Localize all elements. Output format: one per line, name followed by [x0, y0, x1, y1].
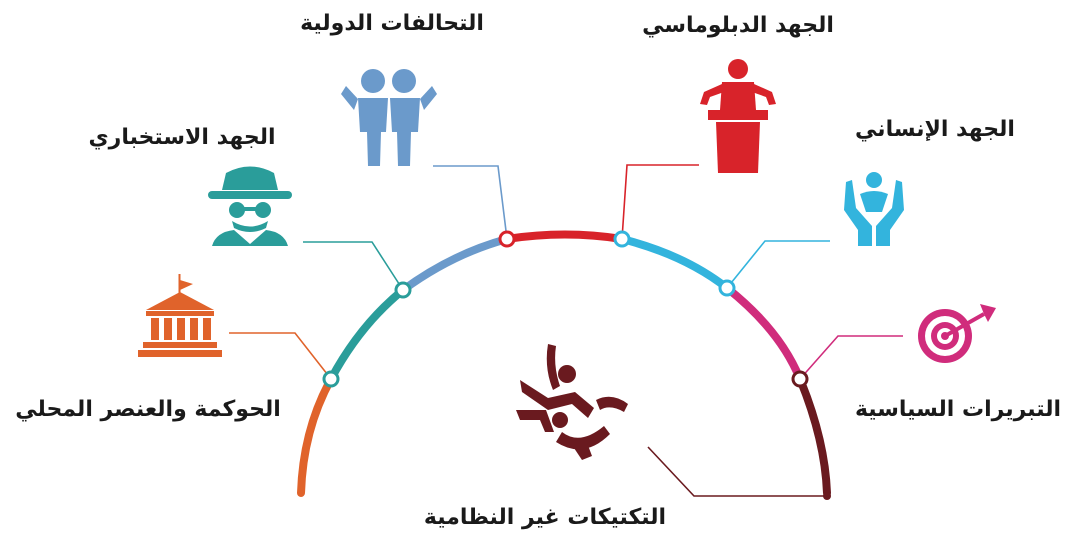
- node-governance: [322, 370, 340, 388]
- arc-segment-alliances: [399, 235, 511, 294]
- arc-segment-political: [723, 284, 804, 383]
- hands-protect-person-icon: [844, 172, 904, 246]
- label-alliances: التحالفات الدولية: [300, 11, 484, 36]
- connectors: [229, 164, 903, 497]
- label-political: التبريرات السياسية: [855, 397, 1061, 422]
- spy-icon: [208, 166, 292, 246]
- arc-segment-diplomatic: [503, 230, 626, 243]
- connector-diplomatic: [621, 164, 699, 240]
- label-diplomatic: الجهد الدبلوماسي: [642, 13, 834, 38]
- node-humanitarian: [718, 279, 736, 297]
- connector-humanitarian: [726, 240, 830, 289]
- node-intelligence: [394, 281, 412, 299]
- label-intelligence: الجهد الاستخباري: [88, 125, 275, 150]
- connector-governance: [229, 332, 332, 380]
- connector-intelligence: [303, 241, 404, 291]
- podium-speaker-icon: [700, 59, 776, 173]
- arc: [297, 230, 831, 497]
- label-governance: الحوكمة والعنصر المحلي: [15, 397, 281, 422]
- connector-irregular: [647, 446, 827, 497]
- arc-segment-governance: [297, 375, 335, 497]
- two-people-icon: [341, 69, 437, 166]
- node-diplomatic: [613, 230, 631, 248]
- government-building-icon: [138, 274, 222, 357]
- target-arrow-icon: [918, 304, 996, 363]
- arc-segment-humanitarian: [618, 235, 731, 292]
- connector-alliances: [433, 165, 508, 240]
- arc-segment-intelligence: [327, 286, 407, 383]
- labels: الجهد الدبلوماسي التحالفات الدولية الجهد…: [15, 11, 1061, 530]
- nodes: [322, 230, 831, 500]
- arc-segment-irregular: [796, 375, 831, 497]
- connector-political: [799, 335, 903, 380]
- node-political: [791, 370, 809, 388]
- label-humanitarian: الجهد الإنساني: [855, 117, 1015, 142]
- node-irregular-end: [823, 492, 831, 500]
- node-alliances: [498, 230, 516, 248]
- martial-arts-throw-icon: [516, 344, 628, 460]
- label-irregular: التكتيكات غير النظامية: [424, 505, 666, 530]
